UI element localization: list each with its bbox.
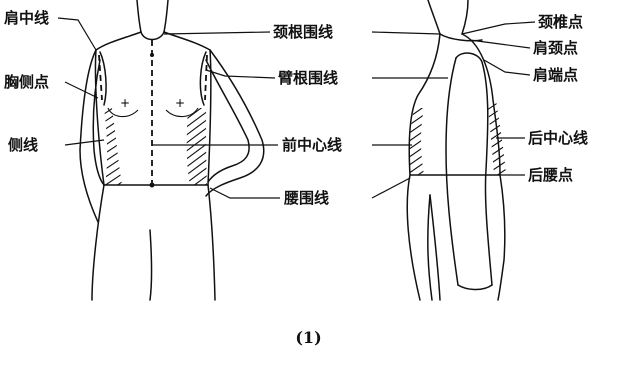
side-shoulder (440, 34, 482, 41)
leader-shoulder-mid-line (58, 18, 96, 50)
figure-caption: (1) (0, 328, 617, 347)
side-hip-front (407, 175, 420, 300)
label-side-line: 侧线 (8, 136, 38, 154)
side-neck-front (428, 0, 440, 34)
front-hip-right (208, 185, 215, 300)
leader-neck-root-line (164, 32, 270, 34)
label-shoulder-mid-line: 肩中线 (4, 9, 49, 27)
side-hip-back (498, 175, 505, 300)
bust-point-left: + (120, 96, 130, 110)
bust-point-right: + (175, 96, 185, 110)
front-shoulder-left (96, 32, 141, 50)
label-neck-root-line: 颈根围线 (273, 23, 333, 41)
label-arm-root-line: 臂根围线 (278, 69, 338, 87)
leader-shoulder-neck-point (470, 40, 530, 48)
front-neckline (141, 32, 164, 40)
leader-neck-root-line-side (372, 32, 440, 34)
leader-side-line (65, 140, 104, 145)
side-hand (458, 285, 492, 290)
front-leg-split (150, 230, 152, 300)
front-figure: + + (80, 0, 264, 300)
leader-arm-root-line (206, 70, 275, 78)
front-arm-right-inner (206, 60, 249, 182)
side-leg-line-1 (430, 195, 440, 300)
front-center-dot-bottom (150, 183, 155, 188)
front-neck-right (164, 0, 168, 32)
label-shoulder-end-point: 肩端点 (533, 66, 578, 84)
label-back-waist-point: 后腰点 (528, 166, 573, 184)
side-hatch-front (405, 104, 428, 184)
front-hip-left (92, 185, 104, 300)
label-back-center-line: 后中心线 (528, 129, 588, 147)
side-figure (405, 0, 508, 300)
leader-waist-line-side (372, 178, 410, 198)
front-shoulder-right (164, 32, 210, 50)
leader-shoulder-end-point (484, 60, 530, 75)
label-chest-side-point: 胸侧点 (4, 73, 49, 91)
front-neck-left (137, 0, 141, 32)
side-arm-back (456, 53, 492, 285)
leader-chest-side-point (65, 82, 98, 98)
label-waist-line: 腰围线 (284, 189, 329, 207)
label-front-center-line: 前中心线 (282, 136, 342, 154)
label-neck-vertebra-point: 颈椎点 (538, 13, 583, 31)
front-center-dot-top (150, 53, 154, 57)
side-neck-back (462, 0, 468, 34)
leader-neck-vertebra-point (462, 22, 535, 34)
side-arm-front (446, 58, 458, 285)
leader-waist-line (210, 188, 280, 198)
label-shoulder-neck-point: 肩颈点 (533, 39, 578, 57)
